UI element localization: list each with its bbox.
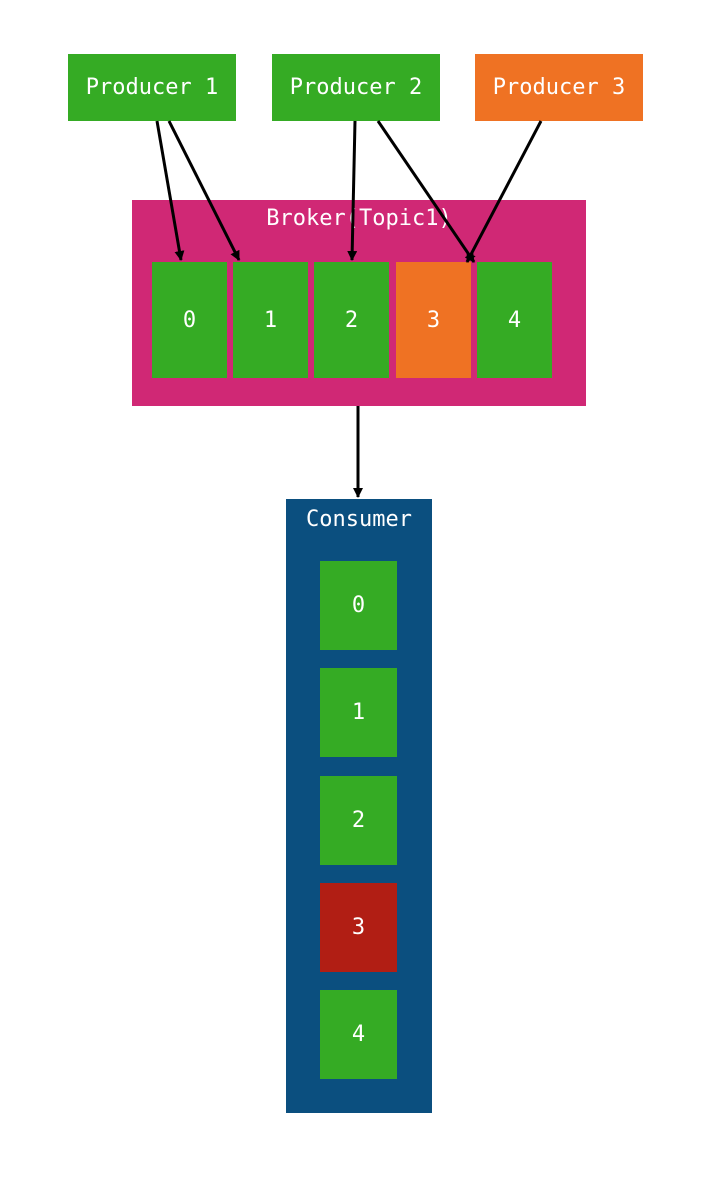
consumer-partition-1: 1: [320, 668, 397, 757]
consumer-partition-label: 0: [351, 593, 366, 618]
consumer-partition-label: 1: [351, 700, 366, 725]
consumer-partition-4: 4: [320, 990, 397, 1079]
producer-2-box: Producer 2: [272, 54, 440, 121]
producer-3-box: Producer 3: [475, 54, 643, 121]
broker-partition-4: 4: [477, 262, 552, 378]
consumer-title: Consumer: [306, 507, 412, 532]
producer-3-label: Producer 3: [492, 75, 626, 100]
broker-partition-label: 3: [426, 307, 441, 333]
broker-partition-0: 0: [152, 262, 227, 378]
consumer-partition-0: 0: [320, 561, 397, 650]
broker-partition-label: 4: [507, 307, 522, 333]
broker-partition-3: 3: [396, 262, 471, 378]
broker-partition-label: 0: [182, 307, 197, 333]
producer-1-box: Producer 1: [68, 54, 236, 121]
producer-1-label: Producer 1: [85, 75, 219, 100]
broker-title: Broker(Topic1): [266, 206, 452, 231]
broker-partition-1: 1: [233, 262, 308, 378]
consumer-partition-label: 4: [351, 1022, 366, 1047]
consumer-partition-label: 2: [351, 808, 366, 833]
consumer-partition-3: 3: [320, 883, 397, 972]
producer-2-label: Producer 2: [289, 75, 423, 100]
consumer-partition-2: 2: [320, 776, 397, 865]
broker-partition-label: 1: [263, 307, 278, 333]
broker-partition-label: 2: [344, 307, 359, 333]
broker-partition-2: 2: [314, 262, 389, 378]
consumer-partition-label: 3: [351, 915, 366, 940]
